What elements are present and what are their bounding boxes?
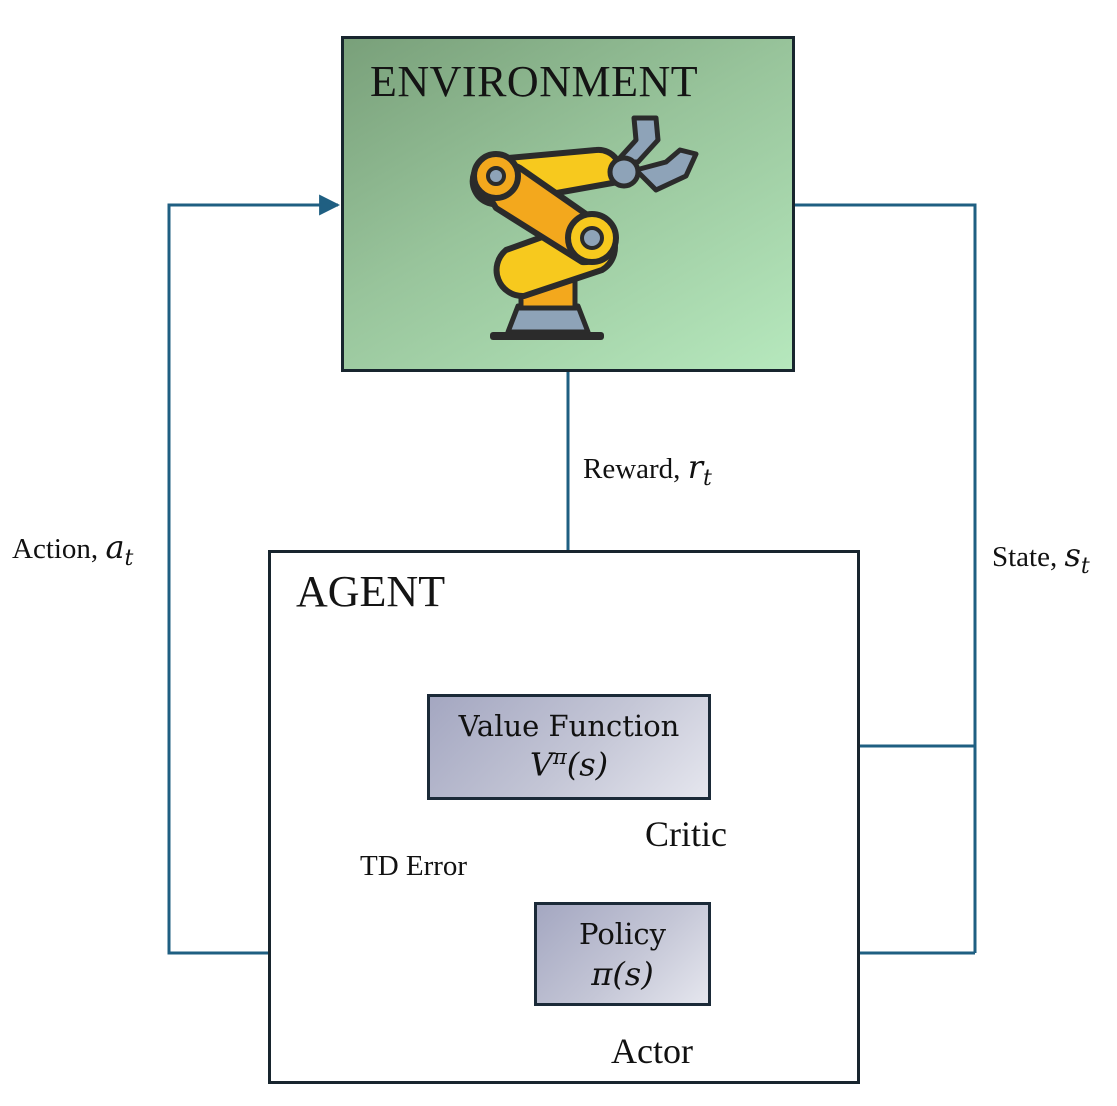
state-subscript: t: [1080, 553, 1090, 579]
value-function-argument: (s): [566, 745, 609, 784]
reward-subscript: t: [702, 465, 712, 491]
robot-arm-icon: [469, 115, 699, 340]
policy-formula: π(s): [537, 955, 708, 993]
action-subscript: t: [124, 545, 134, 571]
td-error-label: TD Error: [360, 850, 468, 882]
value-function-formula: Vπ(s): [430, 745, 708, 784]
environment-title: ENVIRONMENT: [370, 57, 699, 106]
actor-label: Actor: [611, 1031, 693, 1071]
action-label: Action, at: [12, 528, 133, 571]
reward-text: Reward,: [583, 453, 688, 485]
policy-argument: (s): [612, 955, 654, 993]
value-function-box: Value Function Vπ(s): [427, 694, 711, 800]
agent-title: AGENT: [296, 567, 446, 616]
reward-label: Reward, rt: [583, 448, 712, 491]
critic-label: Critic: [645, 814, 727, 854]
policy-label: Policy: [579, 917, 666, 951]
policy-box: Policy π(s): [534, 902, 711, 1006]
reward-variable: r: [687, 448, 703, 486]
state-line: [795, 203, 977, 953]
state-text: State,: [992, 541, 1065, 573]
action-text: Action,: [12, 533, 106, 565]
policy-symbol: π: [591, 955, 613, 993]
value-function-symbol: V: [529, 745, 553, 784]
action-variable: a: [105, 528, 125, 566]
value-function-superscript: π: [552, 745, 567, 769]
state-variable: s: [1064, 536, 1081, 574]
value-function-label: Value Function: [458, 709, 680, 743]
state-label: State, st: [992, 536, 1090, 579]
